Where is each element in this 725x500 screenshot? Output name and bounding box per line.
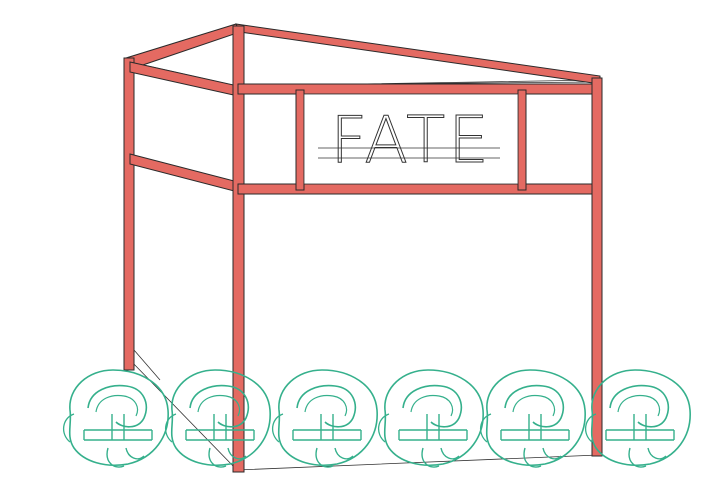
sign-pencil-lines: [318, 147, 500, 159]
red-frame: [123, 23, 603, 473]
sign-panel: [303, 93, 519, 185]
sign-text: FATE: [330, 104, 491, 178]
left-shadow-line: [133, 349, 161, 381]
